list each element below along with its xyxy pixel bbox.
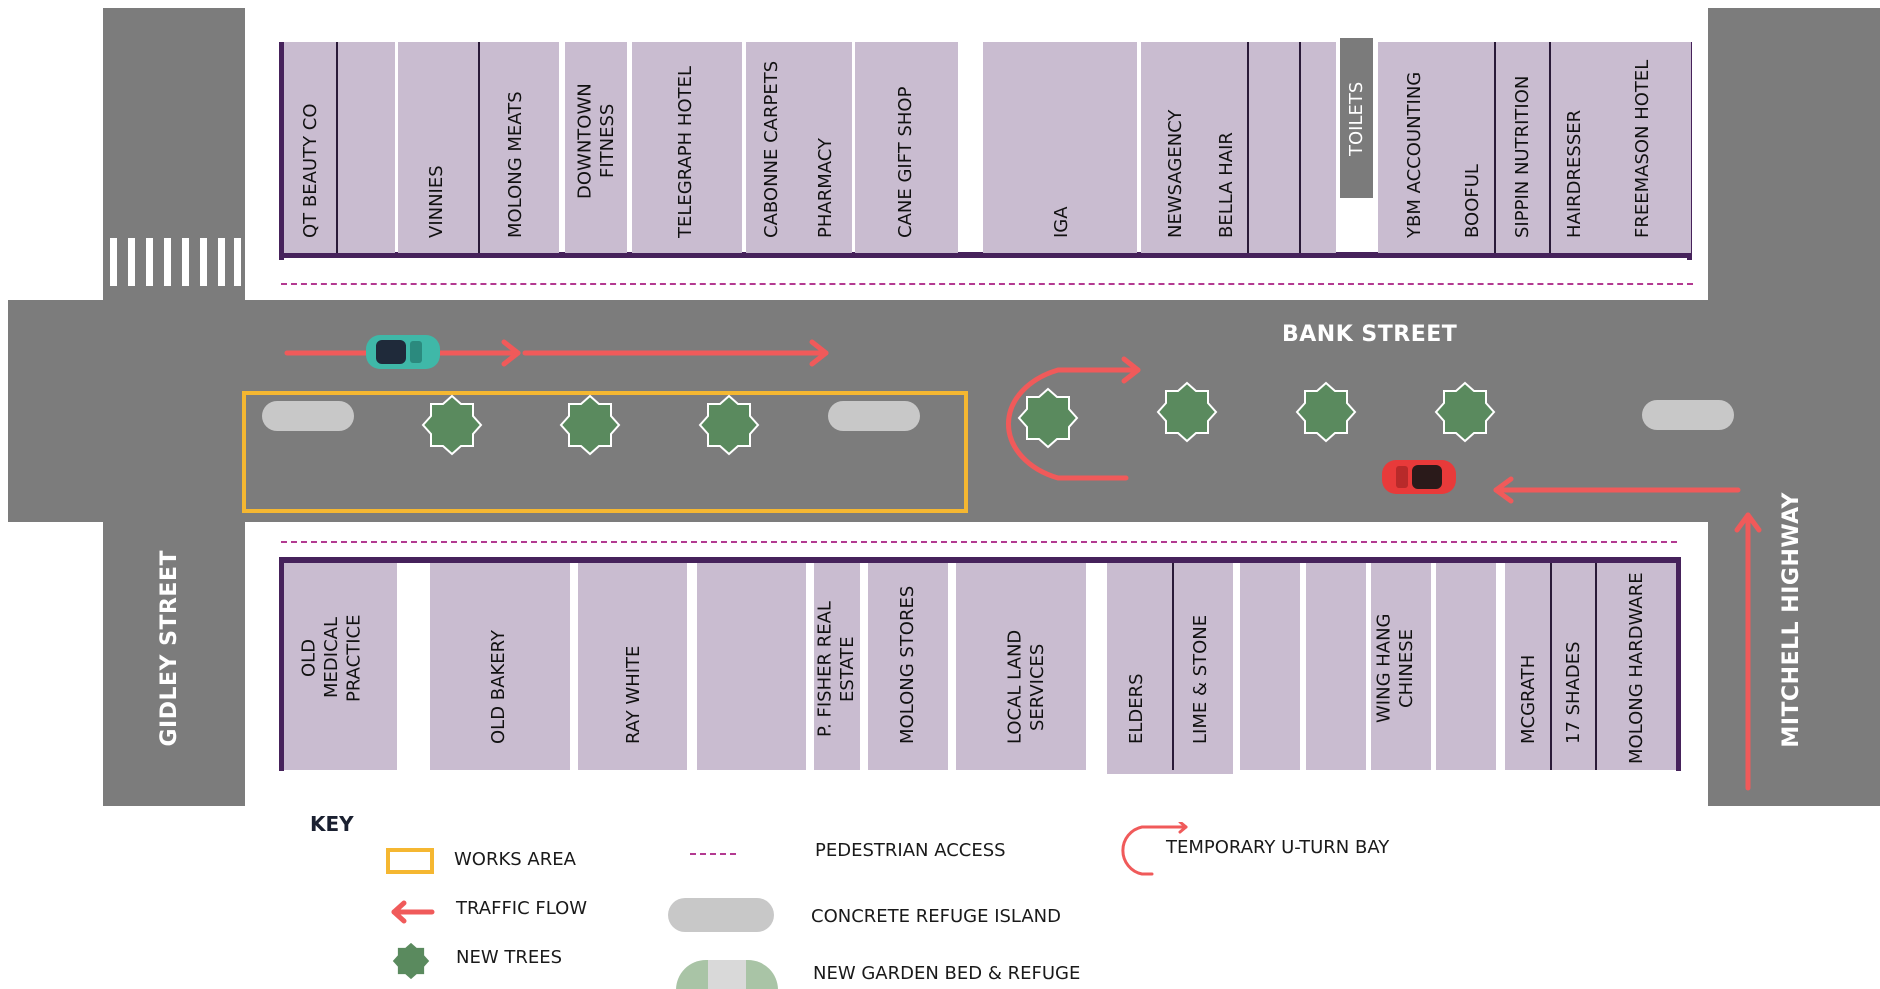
- traffic-flow-key-label: TRAFFIC FLOW: [456, 898, 588, 919]
- tree-key-icon: [391, 941, 431, 981]
- works-area-key-icon: [386, 848, 434, 874]
- traffic-arrow-northbound: [1734, 512, 1762, 791]
- gidley-street-label: GIDLEY STREET: [157, 550, 182, 747]
- zebra-crossing: [106, 238, 242, 288]
- tree-icon: [559, 394, 621, 456]
- south-shop-frame-top: [279, 557, 1680, 563]
- new-trees-key-label: NEW TREES: [456, 947, 563, 968]
- refuge-island: [262, 401, 354, 431]
- car-red-icon: [1382, 460, 1456, 494]
- traffic-flow-key-icon: [391, 900, 435, 924]
- key-title: KEY: [310, 812, 354, 836]
- works-area-key-label: WORKS AREA: [454, 849, 576, 870]
- pedestrian-key-label: PEDESTRIAN ACCESS: [815, 840, 1006, 861]
- tree-icon: [421, 394, 483, 456]
- north-shop-frame-bottom: [279, 252, 1692, 258]
- bank-street-label: BANK STREET: [1282, 322, 1458, 347]
- garden-bed-key-label: NEW GARDEN BED & REFUGE: [813, 963, 1081, 984]
- u-turn-key-label: TEMPORARY U-TURN BAY: [1166, 837, 1390, 858]
- south-shop-frame-left: [279, 557, 284, 771]
- refuge-island-key-label: CONCRETE REFUGE ISLAND: [811, 906, 1062, 927]
- refuge-island: [828, 401, 920, 431]
- pedestrian-key-icon: [690, 853, 736, 855]
- tree-icon: [1295, 381, 1357, 443]
- toilets-block: [1340, 38, 1373, 198]
- refuge-island-key-icon: [668, 898, 774, 932]
- tree-icon: [1156, 381, 1218, 443]
- tree-icon: [1434, 381, 1496, 443]
- south-shop-frame-right: [1676, 557, 1681, 771]
- traffic-arrow-westbound: [1493, 476, 1741, 504]
- car-teal-icon: [366, 335, 440, 369]
- mitchell-highway-label: MITCHELL HIGHWAY: [1779, 492, 1804, 748]
- tree-icon: [698, 394, 760, 456]
- north-shop-frame-left: [279, 42, 284, 260]
- refuge-island: [1642, 400, 1734, 430]
- pedestrian-access-south: [281, 541, 1677, 543]
- u-turn-key-icon: [1121, 822, 1188, 876]
- gidley-street-road: [103, 8, 245, 806]
- garden-bed-key-icon: [676, 960, 778, 989]
- tree-icon: [1017, 387, 1079, 449]
- mitchell-highway-road: [1708, 8, 1880, 806]
- u-turn-arrow: [1005, 356, 1141, 481]
- works-area-box: [242, 391, 968, 513]
- pedestrian-access-north: [281, 283, 1693, 285]
